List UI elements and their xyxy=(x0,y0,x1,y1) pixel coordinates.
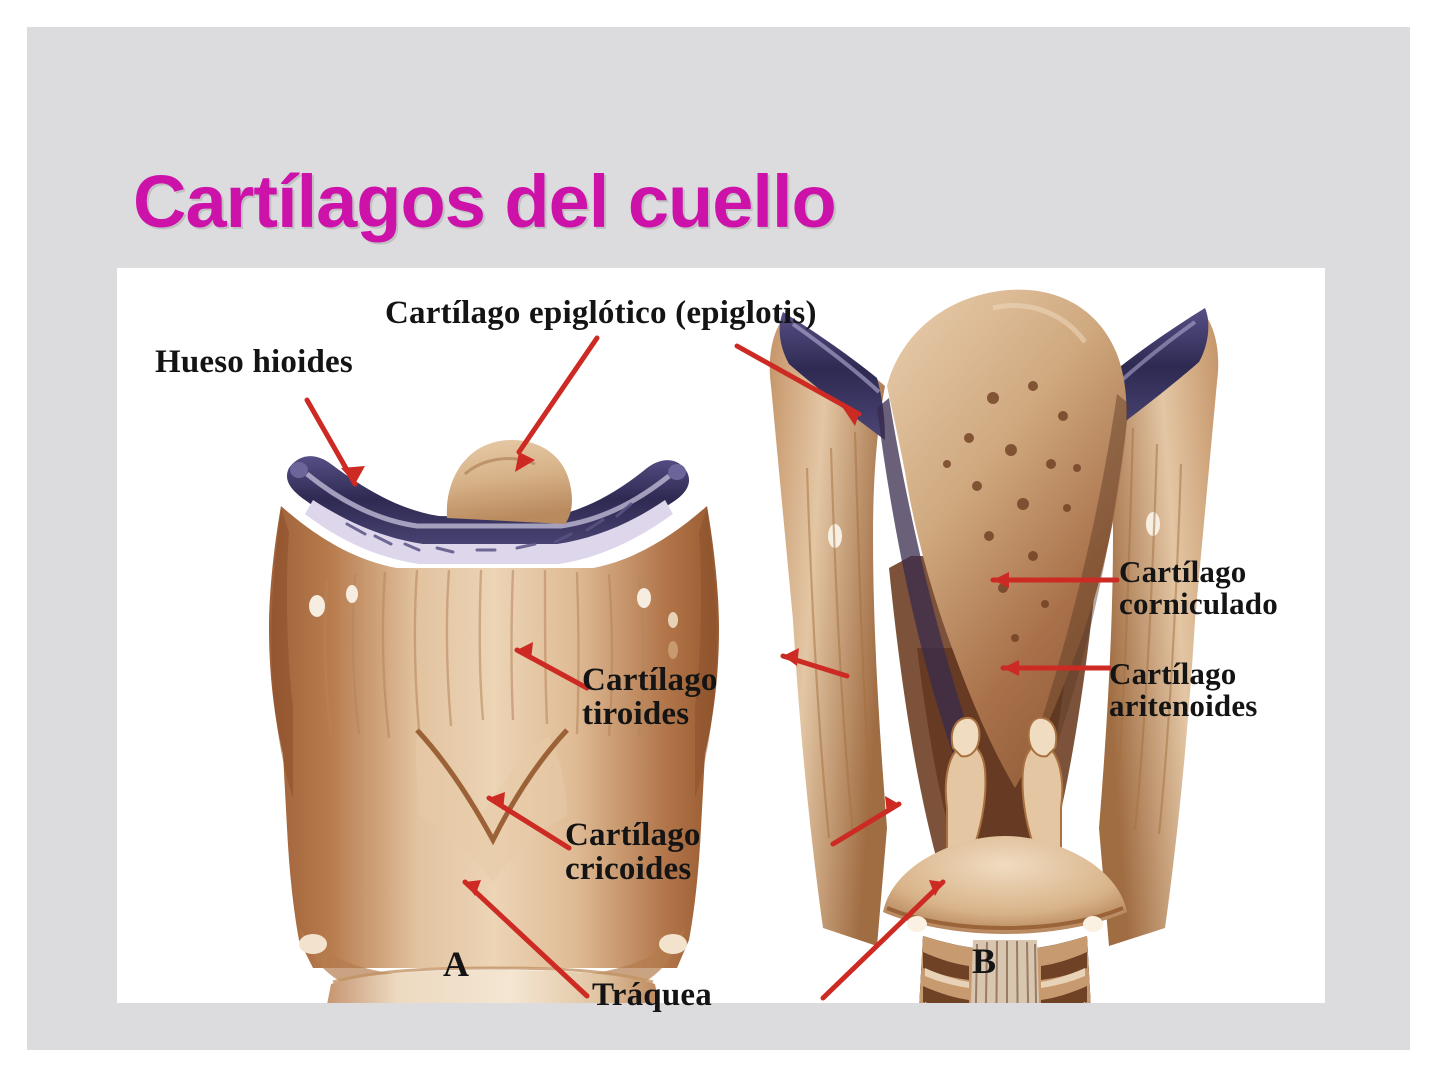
slide-canvas: Cartílagos del cuello xyxy=(27,27,1410,1050)
arrowhead-cricoid-b xyxy=(885,796,899,814)
larynx-view-a xyxy=(269,439,719,1003)
hyoid-remnant-left-b xyxy=(779,312,885,440)
anatomy-figure-panel: Hueso hioides Cartílago epiglótico (epig… xyxy=(117,268,1325,1012)
epiglottis-a xyxy=(446,439,572,524)
foramen-a-2 xyxy=(346,585,358,603)
trachea-ring-shadows-b xyxy=(923,952,1087,1003)
thyroid-notch-outline-a xyxy=(415,728,569,846)
trachea-muscle-fibers-b xyxy=(974,940,1038,1003)
hyoid-remnant-right-b xyxy=(1103,308,1209,438)
hyoid-highlight xyxy=(305,472,671,529)
epiglottis-speckles-b xyxy=(943,381,1081,642)
cricoid-upper-edge-a xyxy=(332,966,654,984)
arrowhead-epiglottis-b xyxy=(843,408,859,426)
label-hueso-hioides: Hueso hioides xyxy=(155,344,353,380)
arrowhead-hyoid xyxy=(341,466,365,484)
trachea-membranous-wall-b xyxy=(970,940,1040,1003)
aryepiglottic-fold-right-b xyxy=(1037,394,1129,750)
thyroid-lamina-left-b xyxy=(769,316,887,946)
leader-epiglottis-a xyxy=(516,335,600,455)
arrowhead-thyroid-a xyxy=(517,642,533,660)
hyoid-highlight-left-b xyxy=(791,322,881,394)
larynx-illustration xyxy=(117,268,1325,1003)
hyoid-horn-right xyxy=(668,464,686,480)
leader-arrowheads xyxy=(341,408,1019,896)
arrowhead-arytenoid xyxy=(1003,660,1019,676)
label-cartilago-tiroides: Cartílago tiroides xyxy=(582,662,718,733)
leader-trachea-a xyxy=(462,879,590,999)
arrowhead-trachea-b xyxy=(929,880,943,896)
corniculate-left-b xyxy=(950,716,981,758)
trachea-ring-faces-b xyxy=(925,968,1085,1003)
lamina-striations-b xyxy=(805,427,1183,839)
membrane-texture xyxy=(345,502,633,554)
label-view-b: B xyxy=(972,941,997,981)
cricoid-facet-right-b xyxy=(1083,916,1103,932)
arrowhead-epiglottis-a xyxy=(515,452,535,472)
horn-right-a xyxy=(659,934,687,954)
arrowhead-corniculate xyxy=(993,572,1009,588)
foramen-a-4 xyxy=(668,612,678,628)
arrowhead-trachea-a xyxy=(465,880,481,896)
foramen-a-3 xyxy=(637,588,651,608)
label-traquea: Tráquea xyxy=(592,977,712,1013)
foramen-b-2 xyxy=(1146,512,1160,536)
arrowhead-cricoid-a xyxy=(489,792,505,810)
corniculate-right-b xyxy=(1027,716,1058,758)
page-title: Cartílagos del cuello xyxy=(133,159,837,243)
epiglottis-highlight-b xyxy=(992,303,1088,344)
thyroid-shadow-left-a xyxy=(271,508,293,798)
hyoid-horn-left xyxy=(290,462,308,478)
thyrohyoid-membrane xyxy=(305,500,673,564)
label-view-a: A xyxy=(443,944,470,984)
leader-epiglottis-b xyxy=(734,343,862,417)
horn-left-a xyxy=(299,934,327,954)
label-cartilago-cricoides: Cartílago cricoides xyxy=(565,817,701,888)
arrowhead-thyroid-b xyxy=(783,648,799,666)
thyroid-cartilage-a xyxy=(269,506,719,968)
cricoid-lamina-b xyxy=(883,836,1127,934)
aryepiglottic-fold-left-b xyxy=(877,398,971,754)
leader-trachea-b xyxy=(820,879,946,1001)
label-cartilago-corniculado: Cartílago corniculado xyxy=(1119,554,1278,622)
cricoid-facet-left-b xyxy=(907,916,927,932)
cricoid-cartilage-a xyxy=(327,970,659,1003)
thyroid-striations-a xyxy=(323,569,645,739)
larynx-view-b xyxy=(769,289,1219,1003)
larynx-artwork-svg xyxy=(269,289,1219,1003)
label-cartilago-aritenoides: Cartílago aritenoides xyxy=(1109,656,1258,724)
label-cartilago-epiglotico: Cartílago epiglótico (epiglotis) xyxy=(385,295,817,331)
thyroid-shadow-right-a xyxy=(695,508,717,798)
foramen-a-5 xyxy=(668,641,678,659)
thyroid-lamina-right-b xyxy=(1099,312,1219,946)
foramen-a-1 xyxy=(309,595,325,617)
